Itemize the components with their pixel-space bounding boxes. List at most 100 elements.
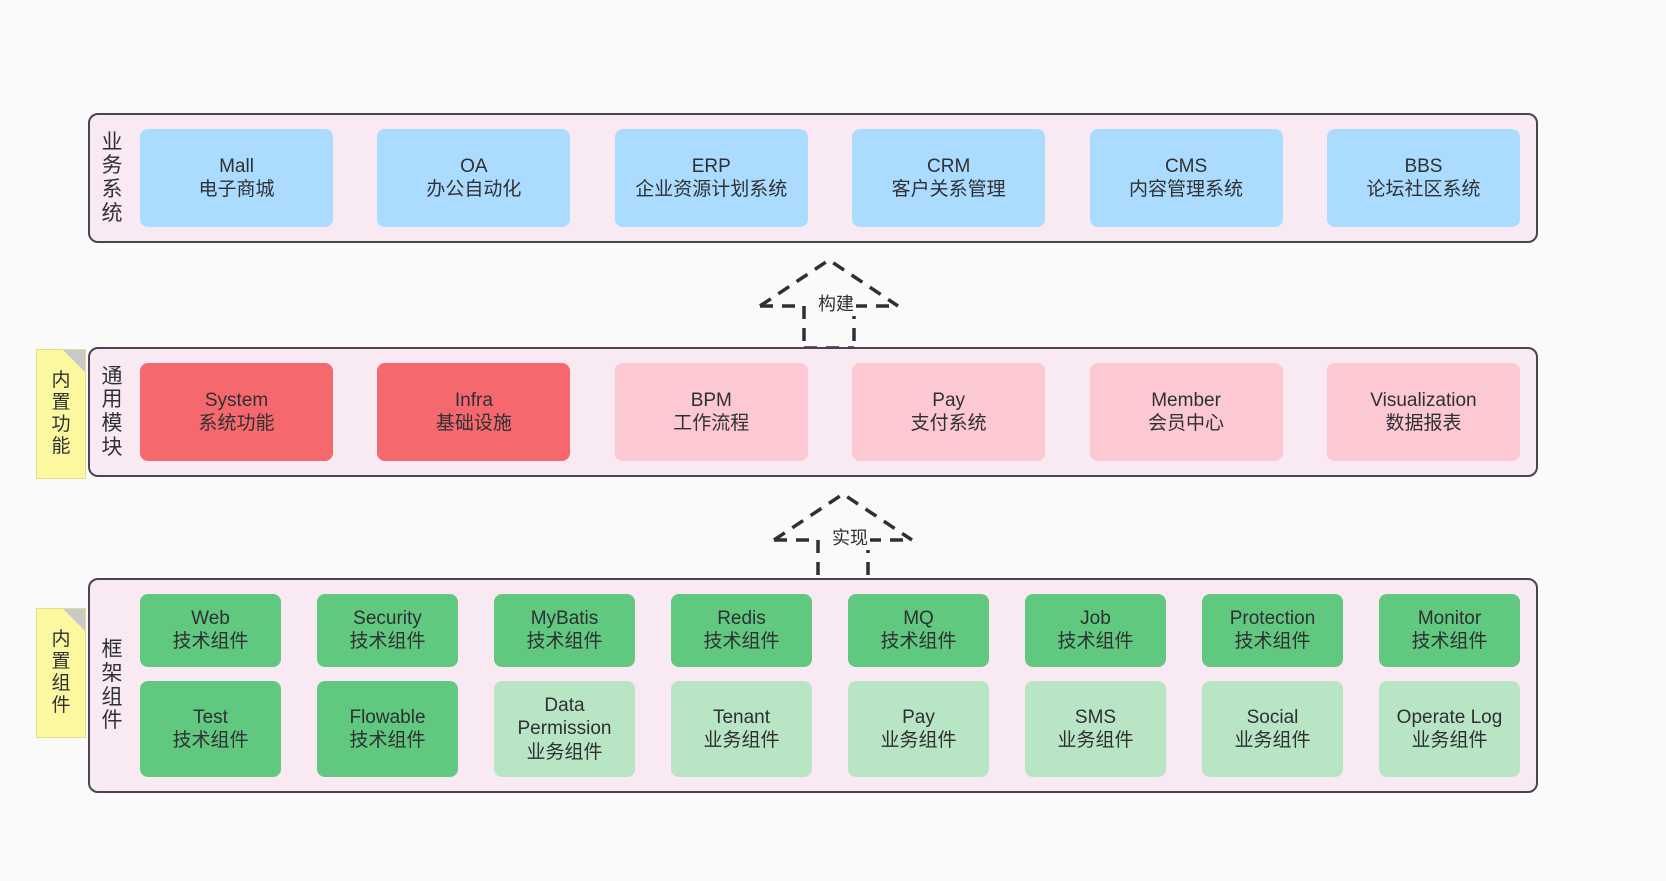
- card-subtitle: 技术组件: [1411, 631, 1488, 653]
- card-title: Test: [193, 706, 228, 728]
- card-system[interactable]: System 系统功能: [140, 363, 333, 461]
- card-title: BPM: [690, 389, 732, 411]
- layer-body-business-systems: Mall 电子商城 OA 办公自动化 ERP 企业资源计划系统 CRM 客户关系…: [134, 115, 1536, 241]
- card-test[interactable]: Test 技术组件: [140, 680, 281, 778]
- card-monitor[interactable]: Monitor 技术组件: [1379, 594, 1520, 667]
- card-subtitle: 系统功能: [198, 413, 275, 434]
- card-subtitle: 会员中心: [1148, 413, 1225, 434]
- card-title: Visualization: [1370, 389, 1477, 411]
- card-title: SMS: [1074, 706, 1117, 728]
- card-title: System: [204, 389, 269, 411]
- card-title: Redis: [717, 608, 766, 630]
- card-bpm[interactable]: BPM 工作流程: [614, 363, 808, 461]
- caption-char: 用: [101, 388, 123, 412]
- card-subtitle: 业务组件: [1057, 729, 1134, 751]
- card-title: BBS: [1404, 155, 1443, 177]
- card-subtitle: 技术组件: [526, 631, 603, 653]
- layer-common-modules: 通 用 模 块 System 系统功能 Infra 基础设施 BPM 工作流程: [88, 347, 1538, 477]
- card-title: OA: [460, 155, 488, 177]
- layer-framework-components: 框 架 组 件 Web 技术组件 Security 技术组件 MyBatis: [88, 578, 1538, 793]
- card-operate-log[interactable]: Operate Log 业务组件: [1379, 680, 1520, 778]
- caption-char: 通: [101, 364, 123, 388]
- sticky-char: 置: [51, 392, 71, 414]
- card-job[interactable]: Job 技术组件: [1025, 594, 1166, 667]
- card-oa[interactable]: OA 办公自动化: [377, 129, 571, 227]
- layer-caption-business-systems: 业 务 系 统: [90, 115, 134, 241]
- layer-body-common-modules: System 系统功能 Infra 基础设施 BPM 工作流程 Pay 支付系统…: [134, 349, 1536, 475]
- card-title: Web: [191, 608, 230, 630]
- card-member[interactable]: Member 会员中心: [1089, 363, 1283, 461]
- card-subtitle: 技术组件: [349, 729, 426, 751]
- card-subtitle: 电子商城: [198, 179, 275, 200]
- card-subtitle: 技术组件: [703, 631, 780, 653]
- card-title: Monitor: [1417, 608, 1482, 630]
- card-subtitle: 技术组件: [1057, 631, 1134, 653]
- card-tenant[interactable]: Tenant 业务组件: [671, 680, 812, 778]
- card-subtitle: 数据报表: [1385, 413, 1462, 434]
- card-subtitle: 技术组件: [349, 631, 426, 653]
- caption-char: 系: [101, 178, 123, 201]
- card-pay-component[interactable]: Pay 业务组件: [848, 680, 989, 778]
- sticky-note-builtin-components: 内 置 组 件: [36, 608, 86, 738]
- sticky-note-builtin-features: 内 置 功 能: [36, 349, 86, 479]
- card-web[interactable]: Web 技术组件: [140, 594, 281, 667]
- card-flowable[interactable]: Flowable 技术组件: [317, 680, 458, 778]
- caption-char: 件: [101, 709, 123, 733]
- layer-caption-framework-components: 框 架 组 件: [90, 580, 134, 791]
- card-subtitle: 业务组件: [1234, 729, 1311, 751]
- connector-implement-label: 实现: [830, 524, 870, 550]
- card-title: Data Permission: [517, 695, 612, 740]
- card-title: Operate Log: [1396, 706, 1503, 728]
- card-sms[interactable]: SMS 业务组件: [1025, 680, 1166, 778]
- card-bbs[interactable]: BBS 论坛社区系统: [1326, 129, 1520, 227]
- card-visualization[interactable]: Visualization 数据报表: [1326, 363, 1520, 461]
- sticky-char: 功: [51, 414, 71, 435]
- card-subtitle: 基础设施: [435, 413, 512, 434]
- card-crm[interactable]: CRM 客户关系管理: [852, 129, 1046, 227]
- caption-char: 务: [101, 154, 123, 178]
- card-mall[interactable]: Mall 电子商城: [140, 129, 333, 227]
- caption-char: 架: [101, 661, 123, 685]
- card-subtitle: 客户关系管理: [891, 179, 1006, 200]
- card-title: MQ: [903, 608, 934, 630]
- caption-char: 模: [101, 412, 123, 435]
- card-cms[interactable]: CMS 内容管理系统: [1089, 129, 1283, 227]
- card-title: Social: [1246, 706, 1299, 728]
- sticky-char: 内: [51, 370, 71, 392]
- caption-char: 业: [101, 130, 123, 154]
- card-title: Tenant: [712, 706, 771, 728]
- card-title: Protection: [1229, 608, 1316, 630]
- card-subtitle: 技术组件: [1234, 631, 1311, 653]
- card-title: CRM: [927, 155, 971, 177]
- card-subtitle: 业务组件: [880, 729, 957, 751]
- sticky-char: 能: [51, 435, 71, 457]
- card-title: Pay: [932, 389, 966, 411]
- card-subtitle: 业务组件: [526, 741, 603, 763]
- card-title: Security: [353, 608, 422, 630]
- card-title: ERP: [691, 155, 731, 177]
- layer-caption-common-modules: 通 用 模 块: [90, 349, 134, 475]
- card-erp[interactable]: ERP 企业资源计划系统: [614, 129, 808, 227]
- sticky-char: 件: [51, 694, 71, 716]
- card-subtitle: 办公自动化: [426, 179, 522, 200]
- card-title: Member: [1151, 389, 1221, 411]
- card-social[interactable]: Social 业务组件: [1202, 680, 1343, 778]
- card-infra[interactable]: Infra 基础设施: [377, 363, 571, 461]
- card-row: Mall 电子商城 OA 办公自动化 ERP 企业资源计划系统 CRM 客户关系…: [140, 129, 1520, 227]
- layer-body-framework-components: Web 技术组件 Security 技术组件 MyBatis 技术组件 Redi…: [134, 580, 1536, 791]
- card-subtitle: 论坛社区系统: [1366, 179, 1481, 200]
- card-title: MyBatis: [530, 608, 599, 630]
- card-grid: Web 技术组件 Security 技术组件 MyBatis 技术组件 Redi…: [140, 594, 1520, 778]
- card-mq[interactable]: MQ 技术组件: [848, 594, 989, 667]
- card-protection[interactable]: Protection 技术组件: [1202, 594, 1343, 667]
- card-data-permission[interactable]: Data Permission 业务组件: [494, 680, 635, 778]
- card-pay-module[interactable]: Pay 支付系统: [852, 363, 1046, 461]
- card-mybatis[interactable]: MyBatis 技术组件: [494, 594, 635, 667]
- sticky-char: 内: [51, 629, 71, 651]
- card-subtitle: 技术组件: [172, 631, 249, 653]
- connector-build: 构建: [756, 257, 902, 350]
- card-redis[interactable]: Redis 技术组件: [671, 594, 812, 667]
- card-security[interactable]: Security 技术组件: [317, 594, 458, 667]
- card-subtitle: 工作流程: [673, 413, 750, 434]
